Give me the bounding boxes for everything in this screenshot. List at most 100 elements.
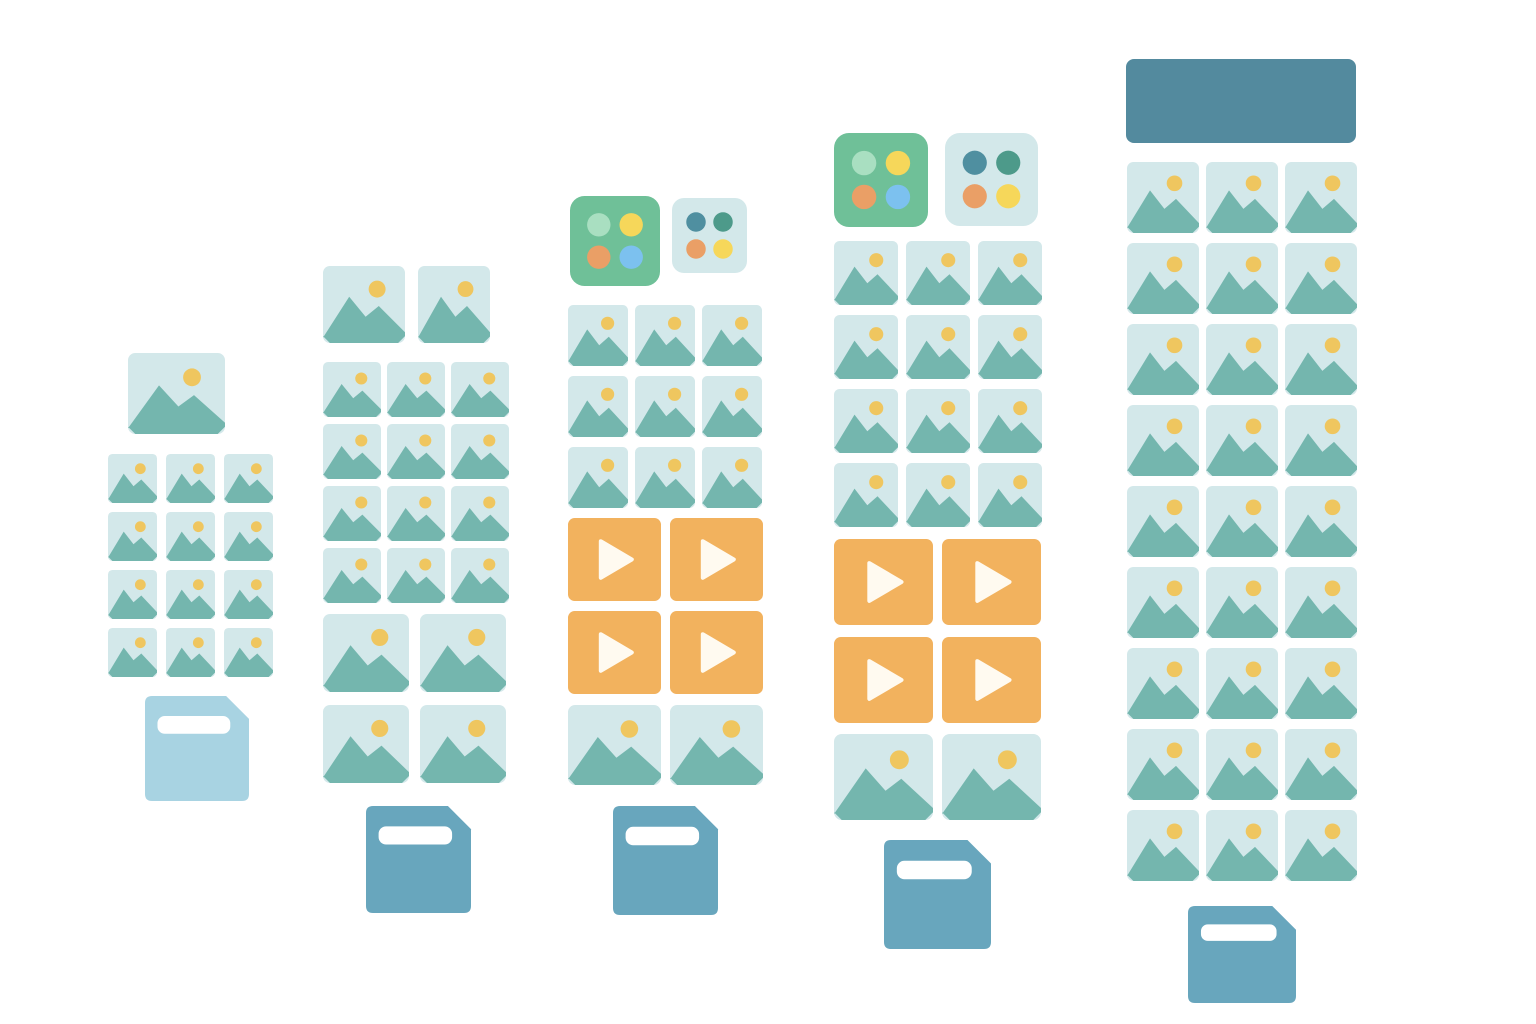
group-2-large-photo[interactable] [323, 705, 409, 783]
group-3-folder-icon[interactable] [613, 806, 718, 915]
group-5-photo-thumb[interactable] [1206, 729, 1278, 800]
group-3-video-tile[interactable] [568, 611, 661, 694]
group-5-photo-thumb[interactable] [1127, 567, 1199, 638]
group-5-photo-thumb[interactable] [1206, 567, 1278, 638]
group-4-photo-thumb[interactable] [978, 389, 1042, 453]
group-3-large-photo[interactable] [568, 705, 661, 785]
group-3-video-tile[interactable] [670, 518, 763, 601]
group-3-photo-thumb[interactable] [702, 376, 762, 437]
group-2-photo-thumb[interactable] [387, 486, 445, 541]
group-1-photo-thumb[interactable] [108, 628, 157, 677]
group-5-photo-thumb[interactable] [1206, 243, 1278, 314]
group-2-photo-thumb[interactable] [387, 548, 445, 603]
group-1-featured-photo[interactable] [128, 353, 225, 434]
group-2-photo-thumb[interactable] [323, 424, 381, 479]
group-5-photo-thumb[interactable] [1285, 486, 1357, 557]
group-5-photo-thumb[interactable] [1285, 567, 1357, 638]
group-1-photo-thumb[interactable] [224, 628, 273, 677]
group-3-photo-thumb[interactable] [702, 447, 762, 508]
group-2-folder-icon[interactable] [366, 806, 471, 913]
group-4-large-photo[interactable] [942, 734, 1041, 820]
group-3-photo-thumb[interactable] [635, 376, 695, 437]
group-4-photo-thumb[interactable] [906, 389, 970, 453]
group-3-photo-thumb[interactable] [702, 305, 762, 366]
group-2-large-photo[interactable] [420, 614, 506, 692]
group-5-photo-thumb[interactable] [1127, 729, 1199, 800]
group-5-photo-thumb[interactable] [1285, 729, 1357, 800]
group-5-photo-thumb[interactable] [1127, 324, 1199, 395]
group-3-large-photo[interactable] [670, 705, 763, 785]
group-1-photo-thumb[interactable] [166, 512, 215, 561]
group-5-photo-thumb[interactable] [1206, 648, 1278, 719]
group-5-photo-thumb[interactable] [1127, 405, 1199, 476]
group-2-photo-thumb[interactable] [387, 362, 445, 417]
group-3-video-tile[interactable] [670, 611, 763, 694]
group-1-photo-thumb[interactable] [166, 570, 215, 619]
group-5-photo-thumb[interactable] [1206, 486, 1278, 557]
group-2-photo-thumb[interactable] [451, 424, 509, 479]
group-5-photo-thumb[interactable] [1206, 324, 1278, 395]
group-4-photo-thumb[interactable] [834, 241, 898, 305]
group-5-photo-thumb[interactable] [1285, 162, 1357, 233]
group-3-photo-thumb[interactable] [568, 447, 628, 508]
group-2-large-photo[interactable] [323, 614, 409, 692]
group-4-photo-thumb[interactable] [906, 315, 970, 379]
group-5-photo-thumb[interactable] [1206, 162, 1278, 233]
group-1-photo-thumb[interactable] [166, 628, 215, 677]
group-3-album-icon[interactable] [570, 196, 660, 286]
group-5-photo-thumb[interactable] [1127, 162, 1199, 233]
group-3-photo-thumb[interactable] [568, 376, 628, 437]
group-3-album-icon[interactable] [672, 198, 747, 273]
group-5-photo-thumb[interactable] [1285, 324, 1357, 395]
group-4-photo-thumb[interactable] [834, 389, 898, 453]
group-1-photo-thumb[interactable] [224, 512, 273, 561]
group-5-photo-thumb[interactable] [1285, 405, 1357, 476]
group-2-photo-thumb[interactable] [323, 486, 381, 541]
group-5-photo-thumb[interactable] [1127, 486, 1199, 557]
group-4-photo-thumb[interactable] [978, 315, 1042, 379]
group-2-photo-thumb[interactable] [387, 424, 445, 479]
group-3-photo-thumb[interactable] [635, 305, 695, 366]
group-3-video-tile[interactable] [568, 518, 661, 601]
group-5-photo-thumb[interactable] [1206, 405, 1278, 476]
group-4-photo-thumb[interactable] [978, 241, 1042, 305]
group-4-photo-thumb[interactable] [906, 463, 970, 527]
group-5-photo-thumb[interactable] [1285, 810, 1357, 881]
group-1-photo-thumb[interactable] [108, 512, 157, 561]
group-4-photo-thumb[interactable] [834, 463, 898, 527]
group-2-photo-thumb[interactable] [451, 362, 509, 417]
group-5-photo-thumb[interactable] [1127, 810, 1199, 881]
group-2-photo-thumb[interactable] [323, 362, 381, 417]
group-4-album-icon[interactable] [834, 133, 928, 227]
group-4-video-tile[interactable] [942, 539, 1041, 625]
group-4-large-photo[interactable] [834, 734, 933, 820]
group-5-photo-thumb[interactable] [1206, 810, 1278, 881]
group-3-photo-thumb[interactable] [568, 305, 628, 366]
group-1-folder-icon[interactable] [145, 696, 249, 801]
group-5-photo-thumb[interactable] [1127, 648, 1199, 719]
group-4-album-icon[interactable] [945, 133, 1038, 226]
group-1-photo-thumb[interactable] [224, 454, 273, 503]
group-1-photo-thumb[interactable] [108, 454, 157, 503]
group-1-photo-thumb[interactable] [108, 570, 157, 619]
group-5-folder-icon[interactable] [1188, 906, 1296, 1003]
group-2-photo-thumb[interactable] [451, 548, 509, 603]
group-5-photo-thumb[interactable] [1285, 648, 1357, 719]
group-2-large-photo[interactable] [420, 705, 506, 783]
group-5-photo-thumb[interactable] [1127, 243, 1199, 314]
group-4-folder-icon[interactable] [884, 840, 991, 949]
group-3-photo-thumb[interactable] [635, 447, 695, 508]
group-5-photo-thumb[interactable] [1285, 243, 1357, 314]
group-4-video-tile[interactable] [942, 637, 1041, 723]
group-2-featured-photo[interactable] [418, 266, 490, 343]
group-1-photo-thumb[interactable] [224, 570, 273, 619]
group-2-photo-thumb[interactable] [323, 548, 381, 603]
group-4-photo-thumb[interactable] [978, 463, 1042, 527]
group-2-featured-photo[interactable] [323, 266, 405, 343]
group-4-photo-thumb[interactable] [906, 241, 970, 305]
group-4-video-tile[interactable] [834, 539, 933, 625]
group-4-video-tile[interactable] [834, 637, 933, 723]
group-2-photo-thumb[interactable] [451, 486, 509, 541]
group-1-photo-thumb[interactable] [166, 454, 215, 503]
group-4-photo-thumb[interactable] [834, 315, 898, 379]
